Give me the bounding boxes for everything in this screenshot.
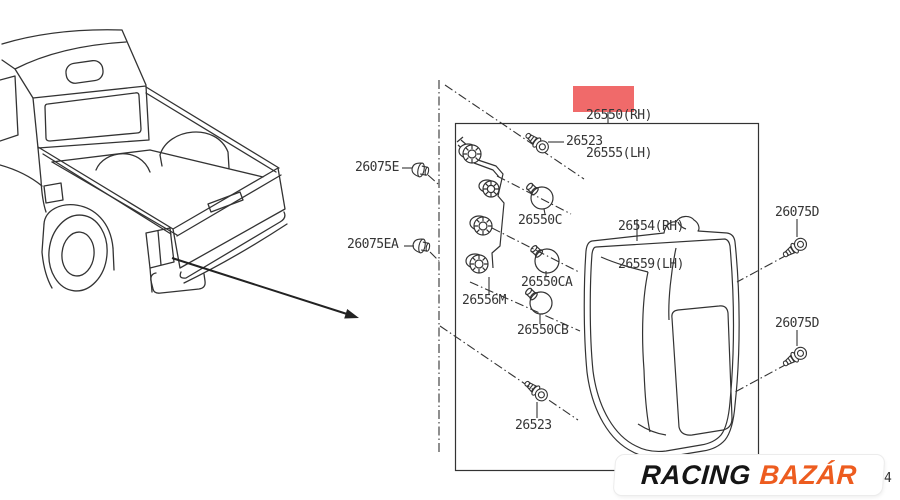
part-label-lamp-assembly: 26550(RH) 26555(LH)	[586, 85, 652, 185]
part-label-screw-top: 26523	[566, 134, 603, 149]
tail-lamp-location-marker	[145, 227, 175, 269]
assembly-boundary-box	[454, 122, 760, 472]
page-number: 4	[884, 471, 892, 486]
fuel-door-detail	[43, 182, 64, 204]
roof-lamp-detail	[65, 59, 104, 84]
part-number-rh: 26550(RH)	[586, 108, 652, 123]
screw-icon-26075D-lower	[782, 346, 808, 367]
tailgate-handle-detail	[207, 191, 244, 213]
part-label-grommet-a: 26075EA	[347, 237, 399, 252]
grommet-icon-26075EA	[412, 238, 431, 254]
watermark-chip: RACING BAZÁR	[613, 455, 885, 495]
part-label-bulb-1: 26550C	[518, 213, 562, 228]
grommet-icon-26075E	[411, 162, 430, 178]
label-leader-lines	[402, 112, 798, 418]
bulb-socket-3	[469, 215, 493, 236]
part-label-screw-bottom: 26523	[515, 418, 552, 433]
part-label-lens-body: 26554(RH) 26559(LH)	[618, 196, 684, 296]
part-label-screw-d-lower: 26075D	[775, 316, 819, 331]
location-arrow-icon	[171, 257, 359, 319]
part-label-grommet: 26075E	[355, 160, 399, 175]
screw-icon-26075D-upper	[782, 237, 808, 258]
part-label-harness: 26556M	[462, 293, 506, 308]
truck-rear-drawing	[0, 29, 288, 294]
part-number-lh: 26559(LH)	[618, 256, 684, 272]
part-label-screw-d-upper: 26075D	[775, 205, 819, 220]
part-number-lh: 26555(LH)	[586, 145, 652, 161]
part-number-rh: 26554(RH)	[618, 219, 684, 234]
part-label-bulb-3: 26550CB	[517, 323, 569, 338]
centerlines-dashdot	[427, 80, 788, 452]
bulb-icon-26550C	[525, 182, 554, 210]
screw-icon-26523-top	[525, 132, 549, 154]
watermark-word-racing: RACING	[640, 459, 752, 490]
watermark-word-bazar: BAZÁR	[758, 459, 858, 490]
selected-part-highlight	[573, 86, 634, 112]
part-label-bulb-2: 26550CA	[521, 275, 573, 290]
screw-icon-26523-bottom	[524, 380, 548, 402]
tail-lamp-lens-icon	[583, 215, 740, 459]
rear-wheel	[48, 214, 108, 292]
bulb-socket-1	[458, 143, 482, 164]
bulb-icon-26550CA	[530, 245, 560, 274]
socket-harness-icon	[456, 136, 505, 274]
bulb-socket-4	[465, 253, 489, 274]
bulb-socket-2	[478, 179, 500, 198]
bulb-icon-26550CB	[524, 287, 553, 315]
